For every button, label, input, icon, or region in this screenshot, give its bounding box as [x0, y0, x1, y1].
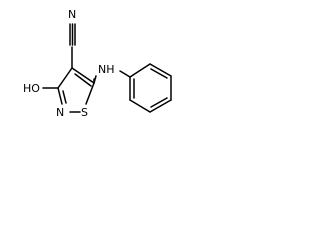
- bond-ph-4: [149, 99, 172, 113]
- amine-label: NH: [98, 63, 115, 76]
- bond-nh-phenyl: [119, 70, 131, 78]
- bond-n-c3-inner: [62, 90, 67, 104]
- bond-c4-c5: [71, 67, 95, 84]
- hydroxyl-label: HO: [23, 82, 40, 95]
- bond-n-c3: [57, 87, 63, 105]
- ring-n-label: N: [56, 106, 64, 119]
- bond-c5-s: [85, 82, 95, 105]
- structure-diagram: N HO N S NH: [23, 8, 172, 119]
- bond-ph-1: [129, 63, 151, 78]
- bond-c3-c4: [57, 67, 73, 89]
- bond-ph-4-inner: [150, 97, 168, 108]
- bond-c4-c5-inner: [74, 73, 92, 87]
- nitrile-n-label: N: [68, 8, 76, 21]
- bond-ph-5: [129, 99, 151, 113]
- bond-ph-2: [149, 63, 172, 77]
- bond-ph-2-inner: [150, 68, 168, 79]
- ring-s-label: S: [81, 106, 88, 119]
- bond-c5-nh-up: [93, 75, 97, 84]
